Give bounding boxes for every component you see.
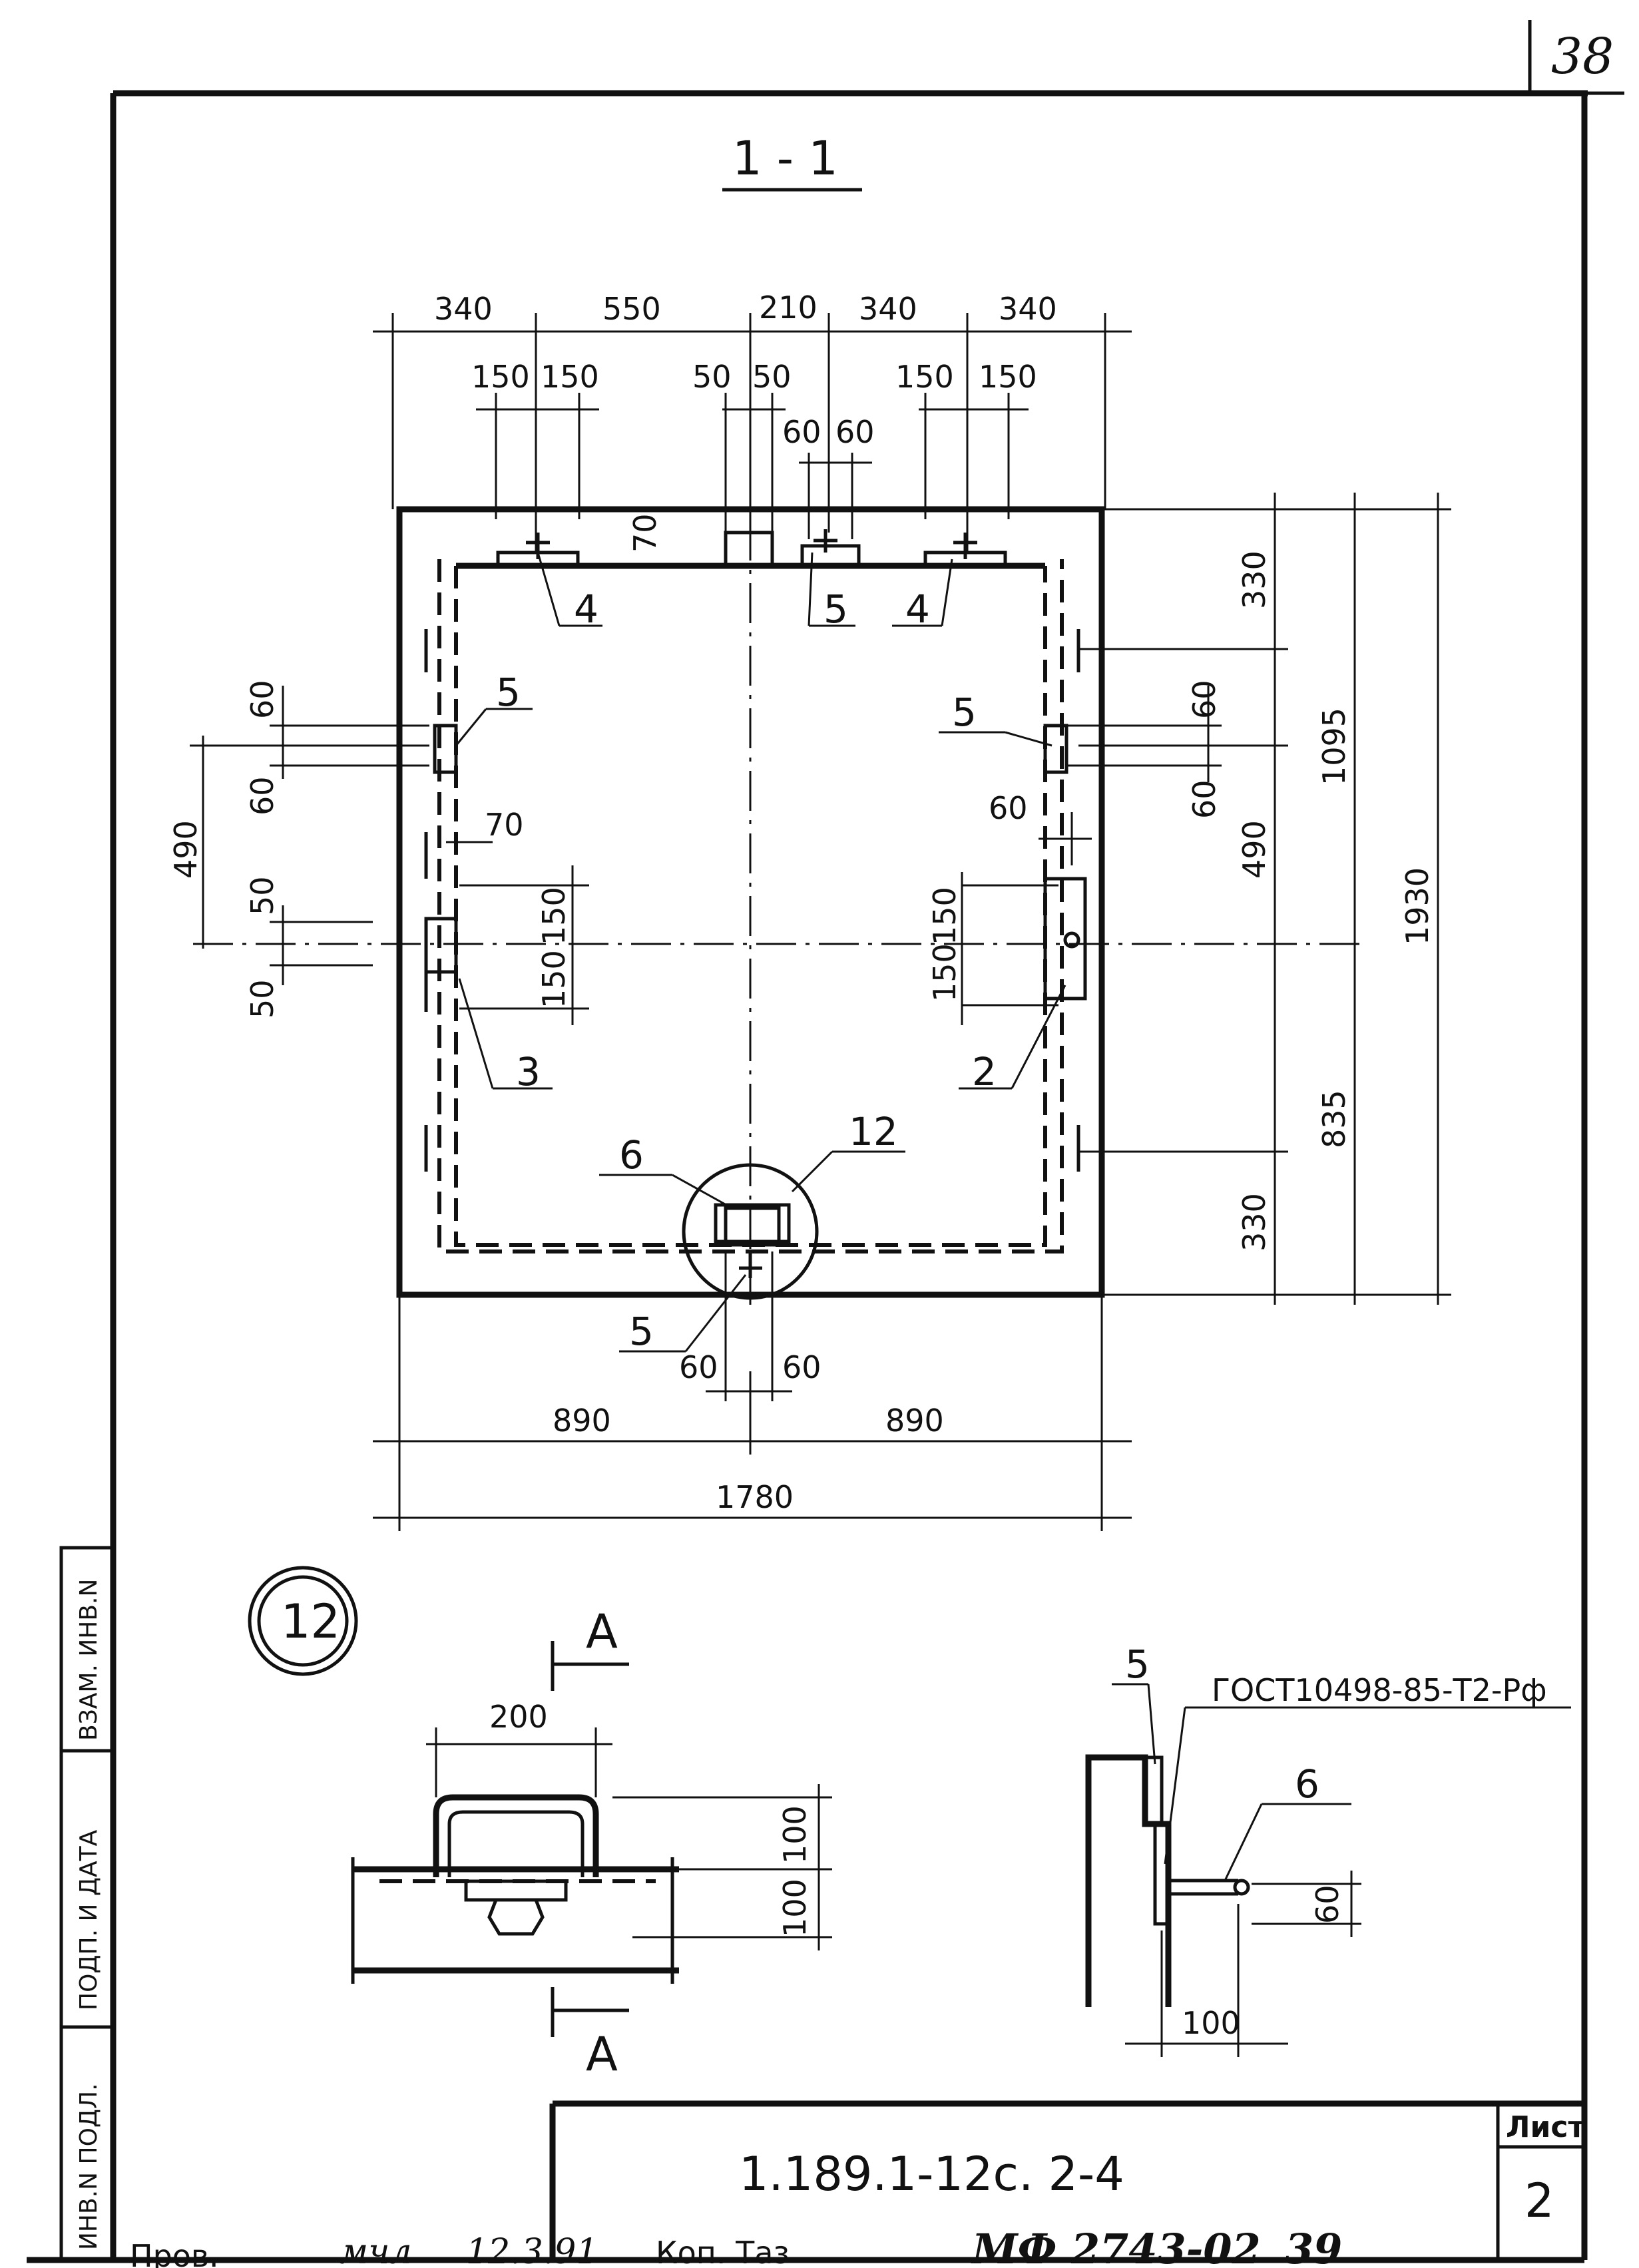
dim-60-a: 60 [782, 414, 821, 450]
title-block [549, 2100, 1584, 2260]
dim-60-b: 60 [835, 414, 875, 450]
right-dim-150b: 150 [927, 943, 963, 1002]
footer-sign: мчл [340, 2232, 412, 2268]
weld-gost: ГОСТ10498-85-Т2-Рф [1212, 1672, 1547, 1708]
callout-6: 6 [619, 1132, 644, 1178]
dim-210: 210 [759, 290, 818, 326]
left-dim-50b: 50 [244, 979, 280, 1019]
footer-mf: МФ 2743-02 [971, 2225, 1261, 2268]
right-dim-1930: 1930 [1399, 867, 1435, 945]
dim-150-c: 150 [895, 359, 954, 395]
callout-5b: 5 [496, 670, 521, 715]
callout-12: 12 [849, 1109, 898, 1154]
dim-550: 550 [602, 291, 661, 327]
right-dim-490: 490 [1236, 820, 1272, 879]
stamp-inv: ИНВ.N ПОДЛ. [75, 2083, 103, 2250]
callout-4a: 4 [574, 586, 598, 632]
dim-60-right: 60 [989, 790, 1028, 826]
dim-150-a: 150 [471, 359, 530, 395]
dim-340-b: 340 [859, 291, 917, 327]
left-dimensions [190, 686, 589, 1025]
callout-5d: 5 [629, 1309, 654, 1354]
side-stamp [59, 1546, 115, 2262]
bottom-dim-890b: 890 [885, 1403, 944, 1439]
right-dim-150a: 150 [927, 887, 963, 945]
weld-dim-60: 60 [1309, 1885, 1345, 1924]
left-dim-60b: 60 [244, 776, 280, 815]
callout-5a: 5 [823, 586, 848, 632]
footer-date: 12.3.91 [466, 2232, 598, 2268]
stamp-podp: ПОДП. И ДАТА [75, 1829, 103, 2010]
top-dimensions [373, 313, 1132, 553]
bottom-dim-60a: 60 [679, 1349, 718, 1385]
right-dim-835: 835 [1316, 1090, 1352, 1148]
sheet-frame [27, 20, 1624, 2263]
detail-dim-200: 200 [489, 1699, 548, 1735]
callout-3: 3 [516, 1049, 541, 1094]
detail-dim-100b: 100 [777, 1879, 813, 1937]
bottom-dim-60b: 60 [782, 1349, 821, 1385]
dim-340-a: 340 [434, 291, 493, 327]
sheet-number: 2 [1524, 2173, 1554, 2228]
bottom-dim-1780: 1780 [716, 1479, 794, 1515]
footer-prov: Пров. [130, 2238, 219, 2268]
drawing-code: 1.189.1-12с. 2-4 [739, 2147, 1124, 2201]
dim-70-top: 70 [627, 513, 663, 553]
right-dim-60b: 60 [1186, 780, 1222, 819]
detail-dim-100a: 100 [777, 1805, 813, 1864]
callout-4b: 4 [905, 586, 930, 632]
node-label: 12 [281, 1594, 340, 1649]
right-dim-330a: 330 [1236, 551, 1272, 609]
left-dim-490: 490 [168, 820, 204, 879]
footer-num: 39 [1285, 2225, 1342, 2268]
right-dim-60a: 60 [1186, 680, 1222, 719]
weld-detail [1085, 1683, 1571, 2057]
left-dim-150a: 150 [536, 887, 572, 945]
right-dimensions [961, 493, 1451, 1305]
dim-50-b: 50 [752, 359, 792, 395]
dim-150-b: 150 [541, 359, 599, 395]
section-title: 1 - 1 [732, 131, 838, 186]
left-dim-50a: 50 [244, 876, 280, 915]
weld-part-6: 6 [1295, 1761, 1319, 1807]
weld-dim-100: 100 [1182, 2005, 1240, 2041]
embedded-plates [424, 529, 1087, 1300]
sheet-label: Лист [1506, 2110, 1585, 2144]
bottom-dimensions [373, 1251, 1132, 1531]
node-12-detail [248, 1566, 832, 2037]
dim-340-c: 340 [999, 291, 1057, 327]
dim-70-left: 70 [485, 807, 524, 843]
callout-2: 2 [972, 1049, 997, 1094]
left-dim-150b: 150 [536, 950, 572, 1009]
weld-part-5: 5 [1125, 1642, 1150, 1687]
left-dim-60a: 60 [244, 680, 280, 719]
dim-150-d: 150 [979, 359, 1037, 395]
stamp-vzam: ВЗАМ. ИНВ.N [75, 1579, 103, 1741]
callout-leaders [455, 552, 1066, 1353]
bottom-dim-890a: 890 [553, 1403, 611, 1439]
footer-copy: Коп. Таз [656, 2235, 790, 2268]
right-dim-330b: 330 [1236, 1193, 1272, 1251]
section-mark-a-top: A [586, 1604, 618, 1659]
dim-50-a: 50 [692, 359, 732, 395]
page-number: 38 [1551, 28, 1614, 85]
section-mark-a-bottom: A [586, 2027, 618, 2082]
right-dim-1095: 1095 [1316, 708, 1352, 786]
callout-5c: 5 [952, 690, 977, 735]
